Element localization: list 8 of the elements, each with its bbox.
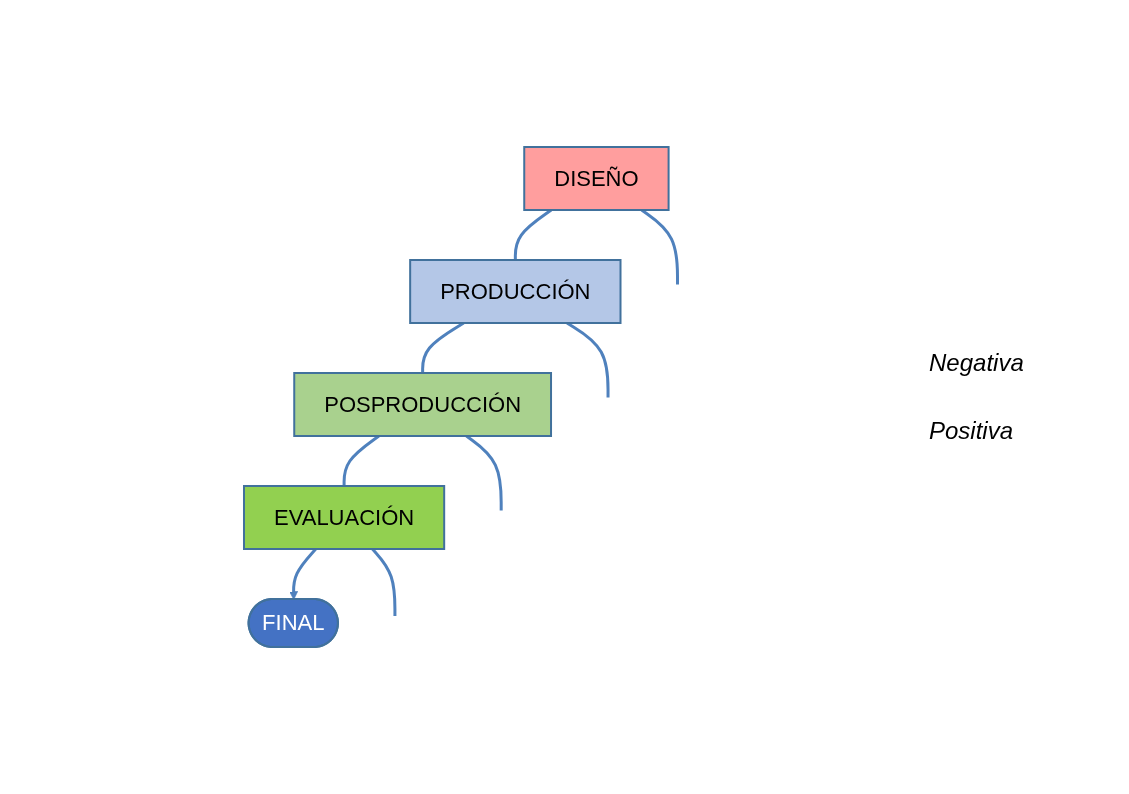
node-box: DISEÑO bbox=[523, 146, 670, 211]
note-text: Negativa bbox=[929, 349, 1025, 377]
connector bbox=[371, 548, 397, 616]
note-text: Positiva bbox=[929, 417, 1015, 445]
arrow bbox=[289, 548, 318, 600]
node-box: POSPRODUCCIÓN bbox=[293, 372, 553, 437]
node-box: PRODUCCIÓN bbox=[409, 259, 622, 324]
node-box: EVALUACIÓN bbox=[243, 485, 446, 550]
